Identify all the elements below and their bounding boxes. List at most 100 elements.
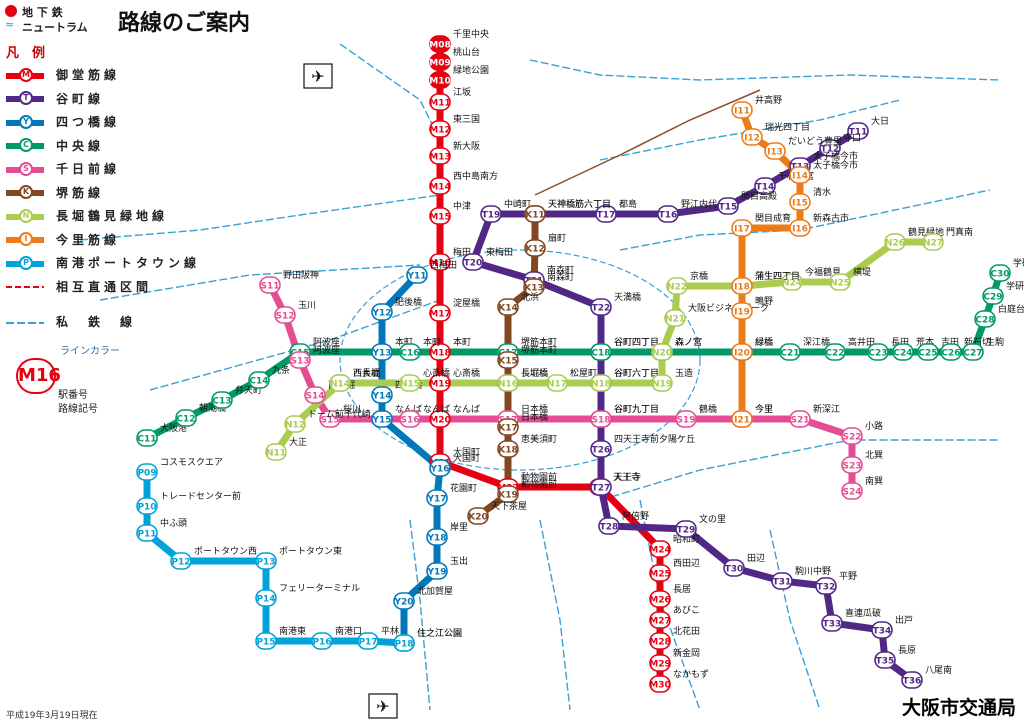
station-c30[interactable]: C30学研奈良登美ヶ丘 [989, 257, 1024, 282]
station-c29[interactable]: C29学研北生駒 [982, 280, 1024, 305]
